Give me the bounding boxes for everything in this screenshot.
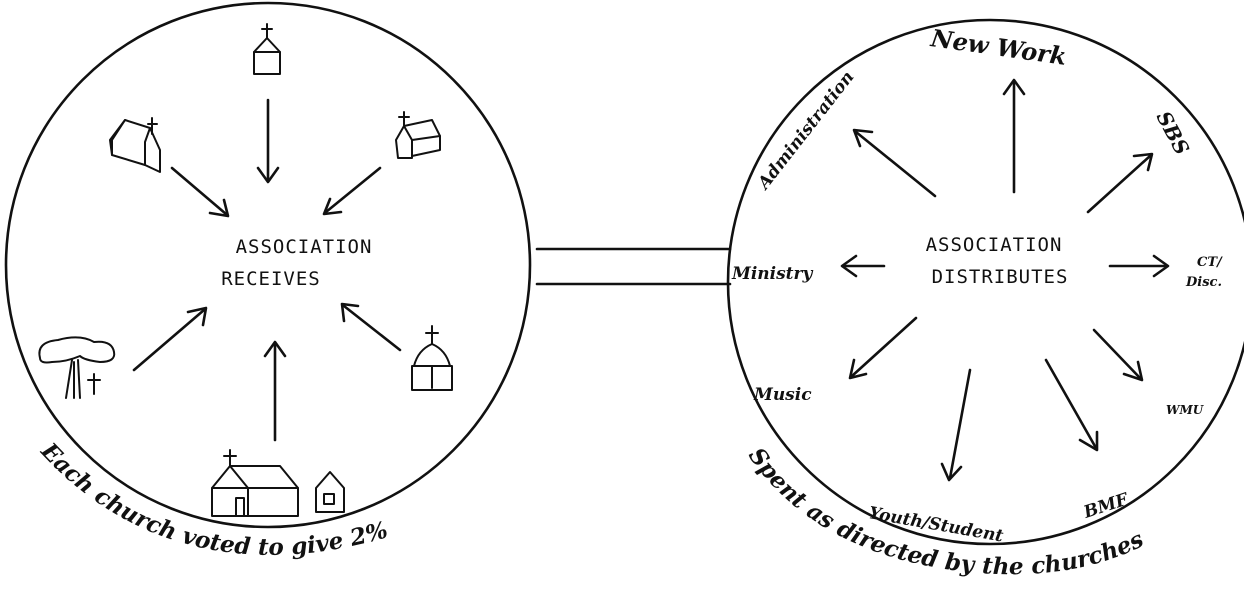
receives-circle — [6, 3, 530, 527]
connector-lines — [537, 249, 730, 284]
distributes-label-line2: DISTRIBUTES — [932, 266, 1069, 288]
receives-label-line1: ASSOCIATION — [236, 236, 373, 258]
arrow-inbound — [134, 308, 206, 370]
label-new-work: New Work — [928, 23, 1068, 71]
label-ct-disc-line1: CT/ — [1197, 255, 1223, 270]
label-music: Music — [753, 385, 812, 405]
arrow-outbound-ministry — [842, 256, 884, 276]
distributes-label-line1: ASSOCIATION — [926, 234, 1063, 256]
church-icon — [254, 24, 280, 74]
arrow-outbound-music — [850, 318, 916, 378]
tree-icon — [39, 337, 114, 398]
arrow-outbound-administration — [854, 130, 935, 196]
label-administration: Administration — [753, 67, 858, 194]
arrow-outbound-new-work — [1004, 80, 1024, 192]
arrow-outbound-bmf — [1046, 360, 1097, 450]
arrow-outbound-wmu — [1094, 330, 1142, 380]
label-ct-disc-line2: Disc. — [1185, 275, 1222, 290]
arrow-outbound-youth — [942, 370, 970, 480]
arrow-inbound — [324, 168, 380, 214]
label-sbs: SBS — [1152, 107, 1195, 159]
label-wmu: WMU — [1166, 403, 1205, 417]
arrow-outbound-ct-disc — [1110, 256, 1168, 276]
arrow-outbound-sbs — [1088, 154, 1152, 212]
church-icon — [212, 450, 344, 516]
arrow-inbound — [172, 168, 228, 216]
arrow-inbound — [265, 342, 285, 440]
church-icon — [110, 118, 160, 172]
receives-label-line2: RECEIVES — [221, 268, 321, 290]
arrow-inbound — [342, 304, 400, 350]
church-icon — [412, 326, 452, 390]
label-ministry: Ministry — [731, 264, 813, 284]
arrow-inbound — [258, 100, 278, 182]
church-icon — [396, 112, 440, 158]
